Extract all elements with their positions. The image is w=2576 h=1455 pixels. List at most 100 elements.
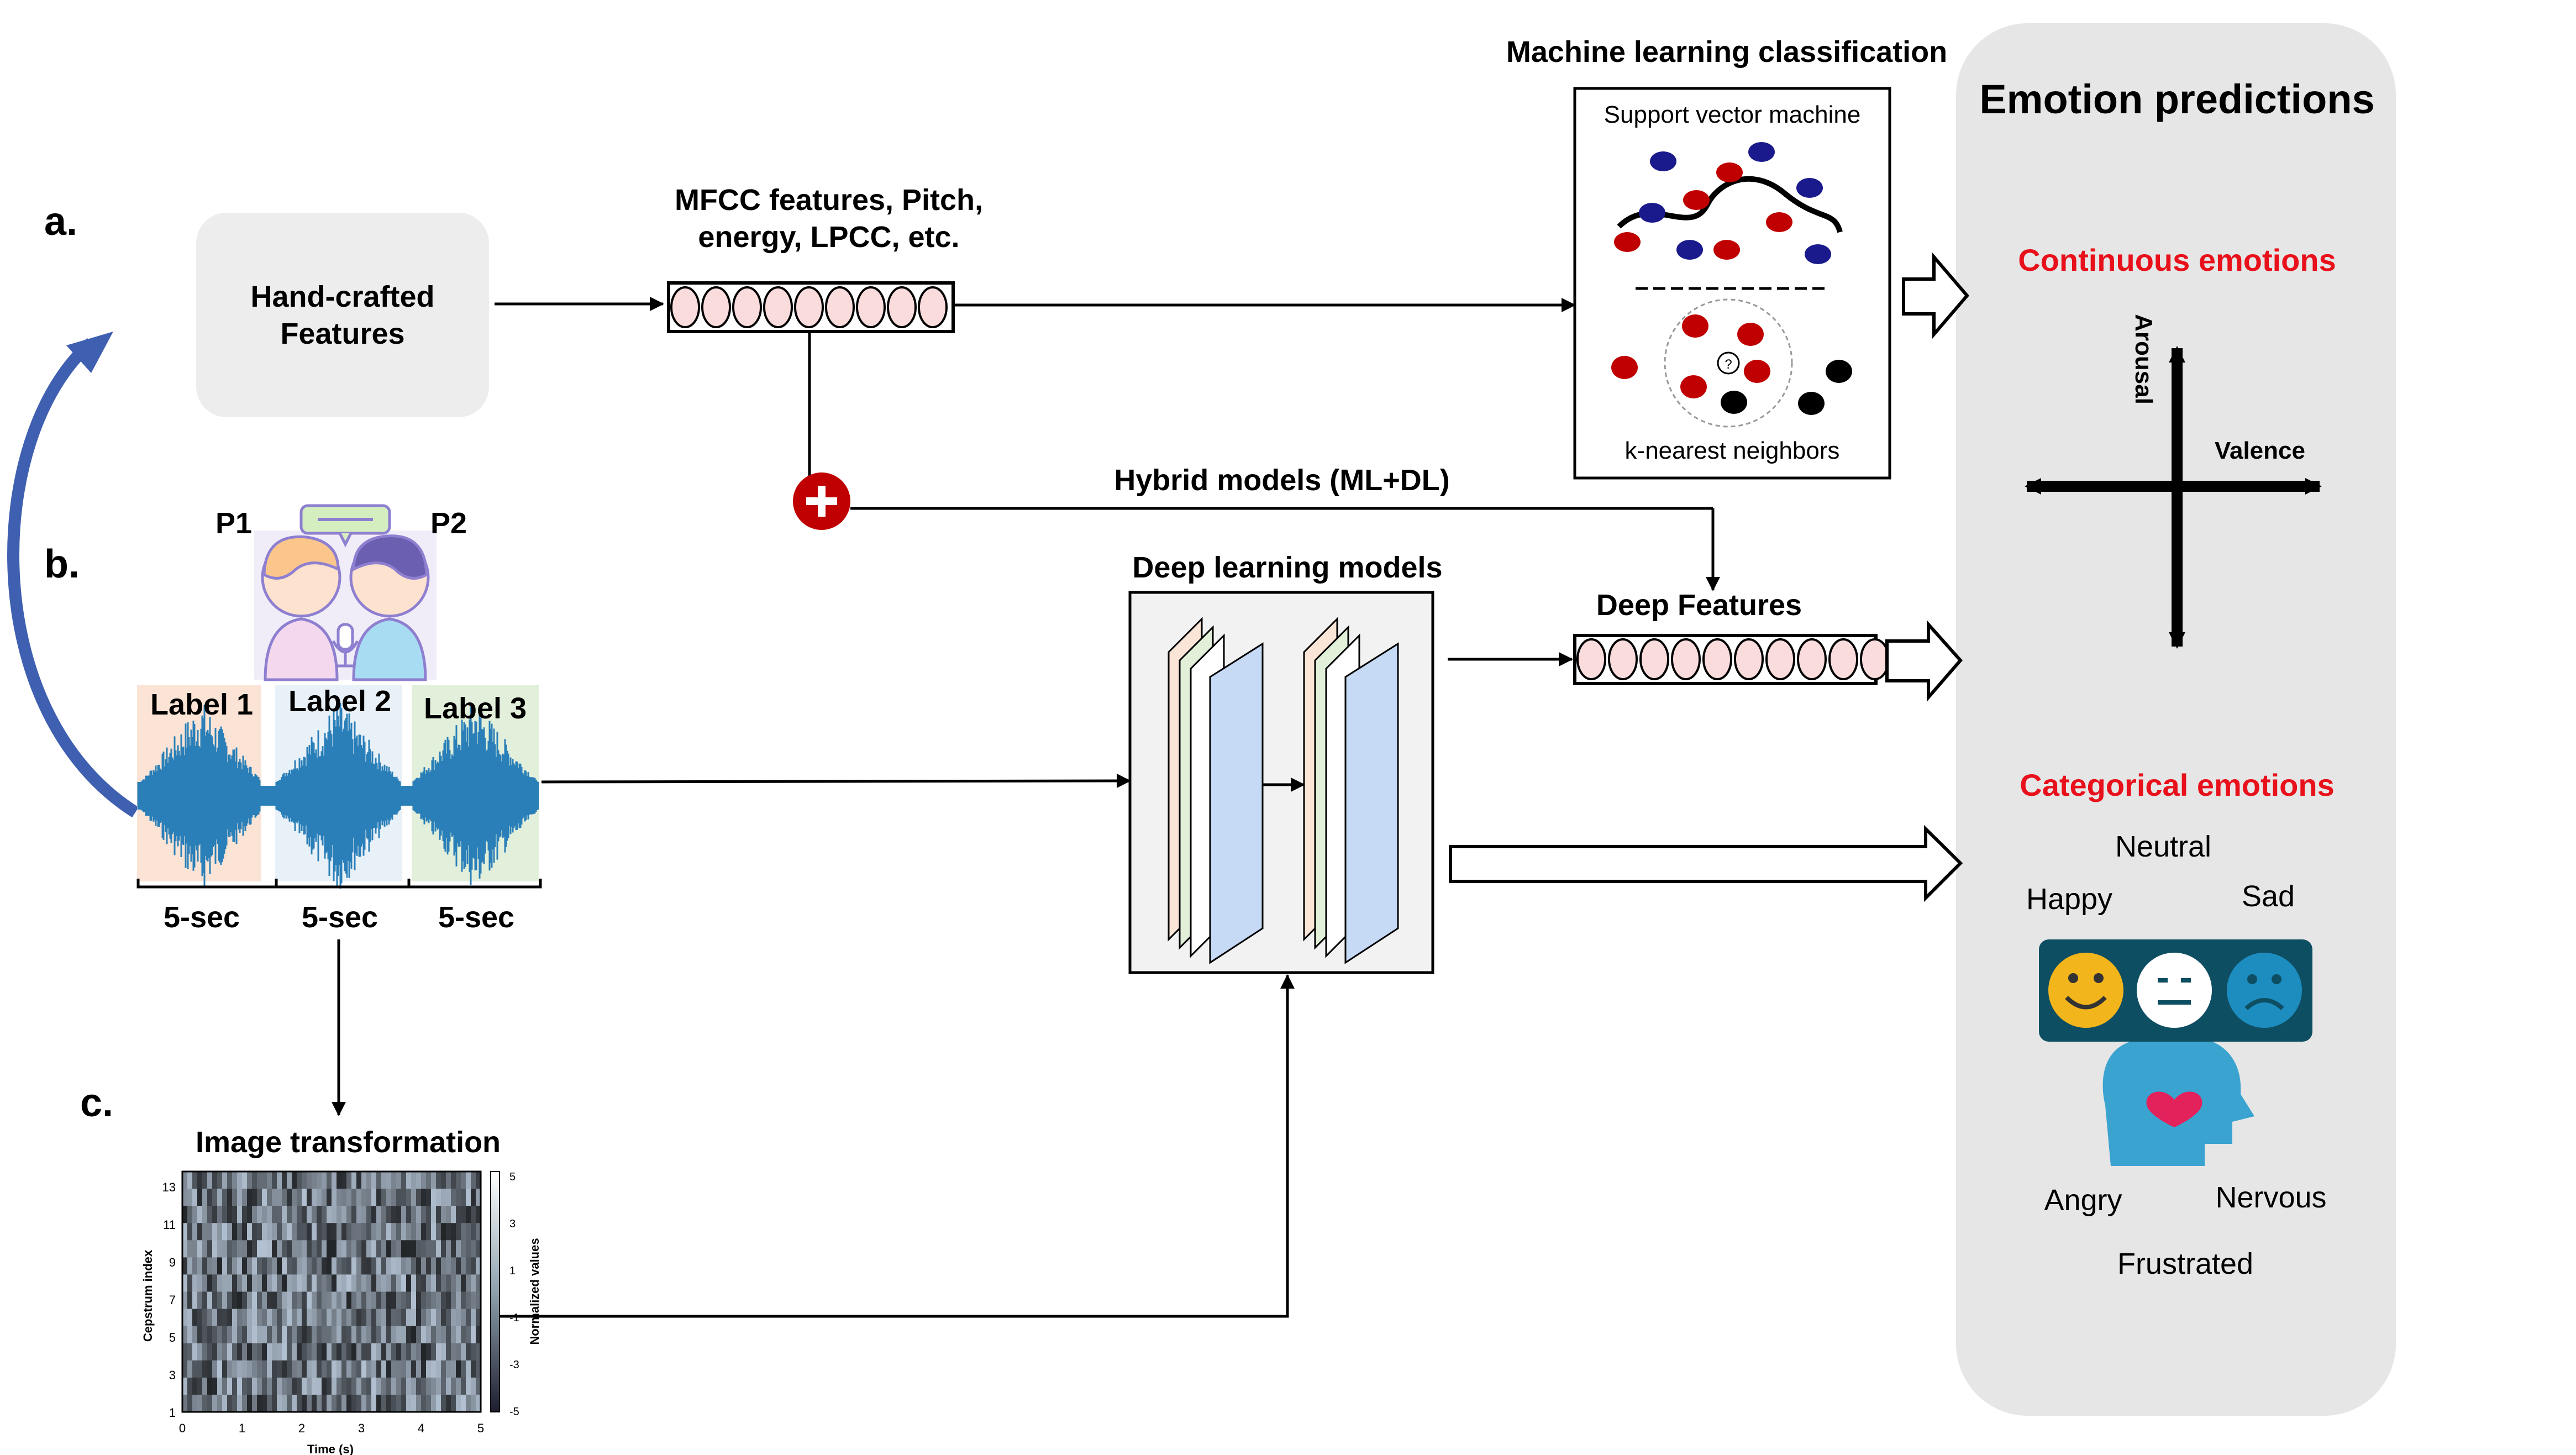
categorical-emotions-label: Categorical emotions xyxy=(2020,768,2334,802)
emotion-head-icon xyxy=(2102,1038,2254,1166)
person-p1-icon xyxy=(261,535,341,681)
emotion-happy: Happy xyxy=(2026,883,2112,916)
feature-cell xyxy=(1765,638,1795,680)
cepstrum-ytick: 3 xyxy=(169,1368,176,1382)
feature-cell xyxy=(1860,638,1890,680)
knn-point xyxy=(1680,375,1707,398)
svm-point xyxy=(1796,178,1823,198)
curved-blue-arrow xyxy=(7,332,139,818)
colorbar-tick: -1 xyxy=(509,1312,519,1324)
segment-3-label: Label 3 xyxy=(424,692,527,725)
svm-point xyxy=(1716,162,1743,182)
emotion-panel-title: Emotion predictions xyxy=(1979,76,2374,122)
feature-cell xyxy=(1608,638,1638,680)
feature-cell xyxy=(918,286,948,328)
knn-point xyxy=(1737,323,1764,346)
svm-point xyxy=(1650,151,1676,171)
emoji-bar xyxy=(2039,939,2312,1042)
svm-point xyxy=(1766,212,1792,232)
emotion-sad: Sad xyxy=(2242,880,2295,913)
arousal-axis-label: Arousal xyxy=(2130,314,2157,405)
cepstrum-xtick: 1 xyxy=(239,1421,245,1435)
colorbar-tick: 3 xyxy=(509,1218,516,1230)
feature-cell xyxy=(763,286,793,328)
hollow-arrow-deep-features xyxy=(1885,620,1963,702)
svm-plot xyxy=(1614,142,1843,264)
svm-point xyxy=(1614,232,1641,252)
image-transformation-label: Image transformation xyxy=(196,1126,501,1159)
emotion-panel: Emotion predictions Continuous emotions … xyxy=(1956,23,2396,1416)
feature-cell xyxy=(1828,638,1858,680)
knn-point xyxy=(1744,360,1770,383)
audio-segments: Label 1 Label 2 Label 3 5-sec 5-sec 5-se… xyxy=(136,685,542,934)
segment-1-duration: 5-sec xyxy=(164,901,240,934)
dl-models-label: Deep learning models xyxy=(1132,551,1442,584)
valence-arousal-axes: Arousal Valence xyxy=(2025,314,2322,649)
cnn-block-1 xyxy=(1168,617,1264,964)
colorbar-tick: 5 xyxy=(509,1171,516,1183)
knn-label: k-nearest neighbors xyxy=(1625,437,1840,464)
feature-cell xyxy=(856,286,886,328)
handcrafted-features-box: Hand-crafted Features xyxy=(196,213,489,417)
microphone-icon xyxy=(332,623,359,668)
cepstrum-xtick: 5 xyxy=(477,1421,484,1435)
svm-point xyxy=(1639,203,1665,223)
emotion-neutral: Neutral xyxy=(2115,830,2211,863)
cepstrum-xtick: 3 xyxy=(358,1421,365,1435)
person-p2-icon xyxy=(349,534,430,681)
handcrafted-features-label-2: Features xyxy=(280,317,404,350)
cepstrum-ytick: 5 xyxy=(169,1331,176,1344)
cepstrum-ytick: 13 xyxy=(162,1180,176,1194)
cnn-block-2 xyxy=(1303,617,1399,964)
feature-cell xyxy=(1671,638,1701,680)
cepstrum-ylabel: Cepstrum index xyxy=(141,1249,155,1342)
deep-feature-vector xyxy=(1573,634,1890,685)
cepstrum-xtick: 0 xyxy=(179,1421,186,1435)
colorbar-tick: -5 xyxy=(509,1406,519,1418)
cepstrum-ytick: 9 xyxy=(169,1256,176,1269)
emotion-nervous: Nervous xyxy=(2215,1181,2326,1214)
svm-point xyxy=(1748,142,1775,162)
conversation-icon xyxy=(254,504,437,681)
feature-cell xyxy=(1734,638,1764,680)
p1-label: P1 xyxy=(215,507,252,540)
section-label-a: a. xyxy=(44,199,77,244)
cepstrum-xtick: 2 xyxy=(298,1421,305,1435)
neutral-face-icon xyxy=(2137,953,2212,1028)
knn-point xyxy=(1611,356,1638,379)
feature-cell xyxy=(887,286,917,328)
svm-point xyxy=(1676,240,1703,260)
colorbar xyxy=(490,1171,500,1412)
svm-point xyxy=(1713,240,1740,260)
knn-point xyxy=(1682,314,1708,338)
section-label-b: b. xyxy=(44,542,80,586)
cepstrum-ytick: 1 xyxy=(169,1406,176,1420)
hybrid-plus-node xyxy=(793,472,850,530)
svm-label: Support vector machine xyxy=(1604,101,1861,128)
knn-point xyxy=(1721,391,1747,414)
mfcc-feature-vector xyxy=(667,281,955,333)
p2-label: P2 xyxy=(430,507,467,540)
knn-query-label: ? xyxy=(1725,357,1732,372)
feature-cell xyxy=(1576,638,1606,680)
ml-classification-box: Support vector machine ? k-nearest neigh… xyxy=(1573,87,1891,480)
sad-face-icon xyxy=(2227,953,2302,1028)
speech-bubble-icon xyxy=(299,504,391,548)
valence-axis-label: Valence xyxy=(2215,437,2305,464)
colorbar-label: Normalized values xyxy=(528,1238,542,1344)
feature-cell xyxy=(732,286,762,328)
colorbar-tick: -3 xyxy=(509,1359,519,1371)
feature-cell xyxy=(1702,638,1732,680)
mfcc-label-2: energy, LPCC, etc. xyxy=(698,220,959,254)
hollow-arrow-categorical xyxy=(1449,824,1963,902)
cepstrum-xlabel: Time (s) xyxy=(307,1442,354,1455)
cepstrum-xtick: 4 xyxy=(418,1421,424,1435)
dl-models-box xyxy=(1128,591,1434,974)
segment-2-label: Label 2 xyxy=(288,685,391,718)
knn-point xyxy=(1826,360,1852,383)
svm-point xyxy=(1683,190,1710,210)
deep-features-label: Deep Features xyxy=(1596,589,1802,622)
cepstrum-ytick: 11 xyxy=(163,1218,176,1232)
